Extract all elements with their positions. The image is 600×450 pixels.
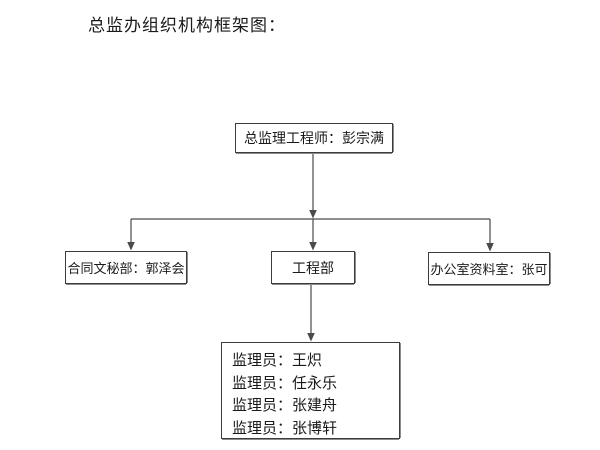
arrowhead-right [486, 243, 494, 252]
org-node-supervisor-list: 监理员：王炽 监理员：任永乐 监理员：张建舟 监理员：张博轩 [221, 342, 400, 439]
arrowhead-middle [309, 242, 317, 251]
arrowhead-root [309, 210, 317, 219]
supervisor-list-item: 监理员：张博轩 [232, 418, 338, 437]
arrowhead-staff [307, 333, 315, 342]
page-title: 总监办组织机构框架图： [88, 16, 286, 36]
org-node-chief-supervising-engineer: 总监理工程师：彭宗满 [235, 123, 393, 153]
org-node-label: 工程部 [292, 260, 334, 277]
arrowhead-left [127, 242, 135, 251]
org-node-label: 办公室资料室：张可 [430, 263, 548, 278]
org-node-label: 合同文秘部：郭泽会 [67, 262, 185, 277]
supervisor-list-item: 监理员：张建舟 [232, 396, 338, 414]
org-node-office-archive-room: 办公室资料室：张可 [428, 252, 550, 285]
supervisor-list-item: 监理员：任永乐 [232, 373, 338, 392]
org-node-label: 总监理工程师：彭宗满 [244, 131, 384, 147]
org-node-contract-secretary-dept: 合同文秘部：郭泽会 [65, 251, 187, 284]
supervisor-list-item: 监理员：王炽 [232, 351, 323, 369]
org-node-engineering-dept: 工程部 [271, 251, 355, 284]
